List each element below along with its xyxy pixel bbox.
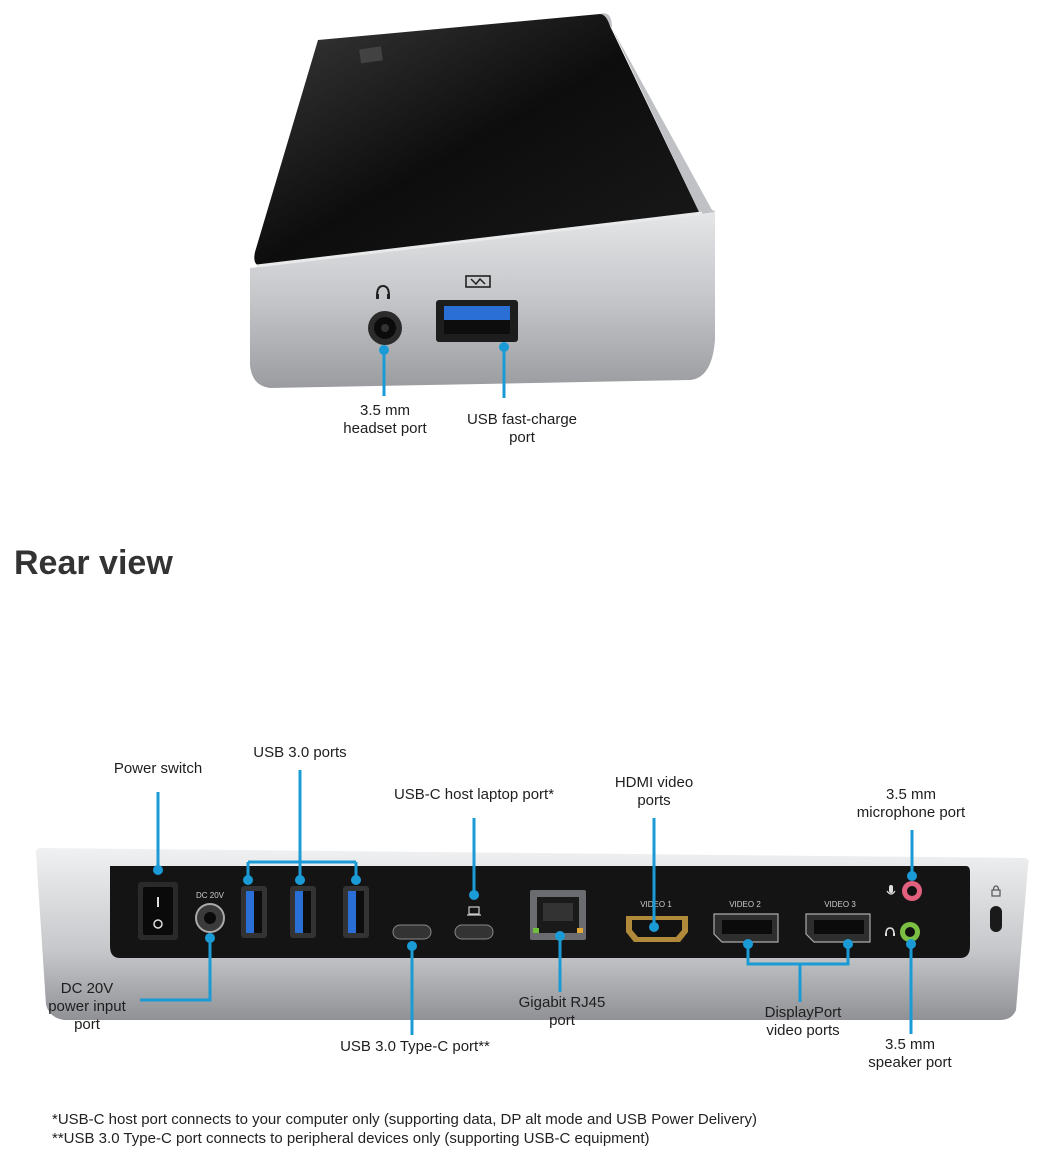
video3-marking: VIDEO 3 <box>824 900 856 909</box>
callout-usb-fast-charge: USB fast-charge port <box>466 411 578 446</box>
rear-dock: DC 20V <box>36 770 1029 1035</box>
lock-icon <box>991 885 1001 897</box>
lock-slot <box>990 906 1002 932</box>
callout-mic-port: 3.5 mm microphone port <box>856 786 966 821</box>
usb30-port-1 <box>241 886 267 938</box>
laptop-icon <box>467 906 481 916</box>
footnote-usb30-typec: **USB 3.0 Type-C port connects to periph… <box>52 1130 650 1147</box>
logo-mark <box>359 46 383 64</box>
callout-rj45: Gigabit RJ45 port <box>518 994 606 1029</box>
front-dock <box>250 13 715 398</box>
usbc-host-port <box>454 924 494 940</box>
charge-icon <box>465 275 491 288</box>
usb30-typec-port <box>392 924 432 940</box>
callout-displayport: DisplayPort video ports <box>764 1004 842 1039</box>
front-dock-top <box>254 14 701 266</box>
video1-marking: VIDEO 1 <box>640 900 672 909</box>
callout-usb30-ports: USB 3.0 ports <box>253 744 347 761</box>
callout-speaker-port: 3.5 mm speaker port <box>868 1036 952 1071</box>
callout-usbc-host: USB-C host laptop port* <box>393 786 555 803</box>
callout-hdmi-video: HDMI video ports <box>614 774 694 809</box>
callout-power-switch: Power switch <box>113 760 203 777</box>
speaker-headphones-icon <box>885 927 895 936</box>
callout-usb30-typec: USB 3.0 Type-C port** <box>340 1038 490 1055</box>
section-heading-rear-view: Rear view <box>14 544 173 582</box>
callout-dc-input: DC 20V power input port <box>48 980 126 1033</box>
callout-headset-port: 3.5 mm headset port <box>343 402 427 437</box>
microphone-icon <box>886 885 896 895</box>
footnotes: *USB-C host port connects to your comput… <box>52 1110 757 1148</box>
dc-marking: DC 20V <box>196 891 225 900</box>
footnote-usbc-host: *USB-C host port connects to your comput… <box>52 1111 758 1128</box>
video2-marking: VIDEO 2 <box>729 900 761 909</box>
headphones-icon <box>376 284 390 299</box>
front-dock-body <box>250 210 715 388</box>
usb30-port-3 <box>343 886 369 938</box>
usb30-port-2 <box>290 886 316 938</box>
